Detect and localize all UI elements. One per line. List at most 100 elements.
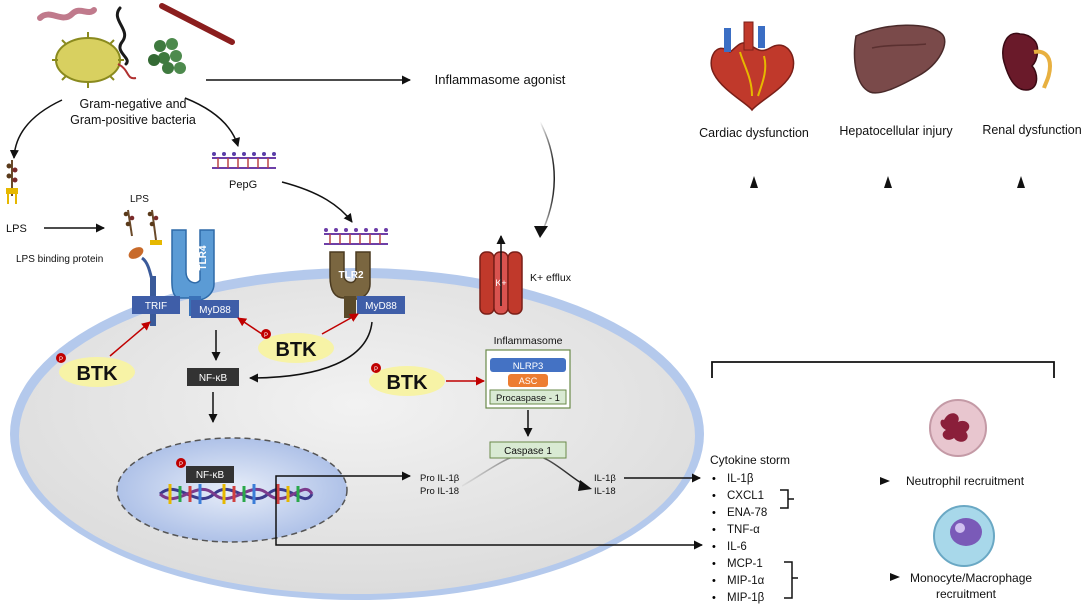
arrow-btk-to-myd88-tlr2	[321, 313, 359, 335]
arrow-cardiac-head	[750, 176, 758, 188]
arrow-renal-head	[1017, 176, 1025, 188]
phospho-label-1: P	[59, 357, 63, 363]
phospho-label-2: P	[264, 333, 268, 339]
btk-node-middle: P	[258, 329, 334, 363]
dna-helix	[159, 484, 314, 504]
potassium-channel-icon	[479, 251, 523, 315]
nfkb-label-cytoplasm: NF-κB	[199, 373, 228, 384]
pro-il18-label: Pro IL-18	[420, 486, 459, 497]
neutrophil-icon	[929, 399, 987, 457]
cytokine-bullet: •	[712, 490, 716, 502]
nfkb-box-nucleus	[186, 466, 234, 483]
phospho-label-3: P	[374, 367, 378, 373]
bracket-cxcl1-ena78	[780, 489, 794, 509]
arrow-btk-to-trif	[109, 321, 151, 357]
cytokine-bullet: •	[712, 473, 716, 485]
lps-bound-molecules-icon	[123, 209, 162, 245]
bracket-mcp-mip	[784, 561, 798, 599]
cytokine-bullet: •	[712, 558, 716, 570]
hepato-label: Hepatocellular injury	[839, 124, 953, 138]
renal-label: Renal dysfunction	[982, 123, 1081, 137]
organ-bracket	[711, 361, 1055, 378]
arrow-btk-to-myd88-tlr4	[237, 317, 263, 335]
cytokine-item: TNF-α	[727, 524, 760, 536]
arrow-neutrophil-head	[880, 477, 890, 485]
trif-box	[132, 296, 180, 314]
arrow-pro-il-arrowhead	[578, 480, 592, 491]
myd88-box-tlr4	[191, 300, 239, 318]
monocyte-label-line1: Monocyte/Macrophage	[910, 571, 1032, 585]
procaspase-label: Procaspase - 1	[496, 393, 560, 404]
cytokine-item: MIP-1β	[727, 592, 765, 604]
inflammasome-label: Inflammasome	[494, 335, 563, 347]
cytokine-bullet: •	[712, 541, 716, 553]
btk-label-left: BTK	[76, 363, 118, 385]
arrow-monocyte-head	[890, 573, 900, 581]
kidney-icon	[1002, 32, 1053, 91]
monocyte-icon	[933, 505, 995, 567]
pepg-molecule-icon	[212, 152, 276, 169]
cytokine-item: ENA-78	[727, 507, 767, 519]
arrow-pepg-to-tlr2	[281, 181, 353, 223]
btk-label-middle: BTK	[275, 339, 317, 361]
cytokine-item: CXCL1	[727, 490, 764, 502]
nfkb-label-nucleus: NF-κB	[196, 470, 225, 481]
cell-membrane	[10, 268, 704, 600]
arrow-nucleus-to-pro-il	[275, 471, 411, 498]
il1b-label: IL-1β	[594, 473, 616, 484]
btk-label-right: BTK	[386, 372, 428, 394]
cytokine-bullet: •	[712, 575, 716, 587]
agonist-to-channel-arrow	[539, 121, 555, 237]
phospho-label-nucleus: P	[179, 462, 183, 468]
tlr2-receptor	[324, 228, 388, 318]
caspase-box	[489, 441, 567, 459]
arrow-myd88-tlr2-to-nfkb	[249, 321, 373, 383]
k-efflux-label: K+ efflux	[530, 272, 572, 284]
phospho-dot-nucleus	[176, 458, 186, 468]
bacteria-label-line1: Gram-negative and	[79, 97, 186, 111]
cytokine-bullet: •	[712, 592, 716, 604]
lps-binding-protein-icon	[128, 247, 154, 281]
nucleus	[116, 437, 348, 543]
pro-il1b-label: Pro IL-1β	[420, 473, 460, 484]
cytokine-storm-title: Cytokine storm	[710, 453, 790, 467]
cytokine-bullet: •	[712, 524, 716, 536]
pepg-label: PepG	[229, 179, 257, 191]
arrow-hepato-head	[884, 176, 892, 188]
cytokine-list: •IL-1β•CXCL1•ENA-78•TNF-α•IL-6•MCP-1•MIP…	[712, 473, 767, 604]
nlrp3-label: NLRP3	[513, 361, 544, 372]
lps-binding-protein-label: LPS binding protein	[16, 254, 103, 265]
il18-label: IL-18	[594, 486, 616, 497]
lps-label: LPS	[6, 223, 27, 235]
bacteria-illustration	[37, 3, 235, 88]
agonist-arrowhead	[534, 226, 548, 238]
nfkb-box-cytoplasm	[187, 368, 239, 386]
lps-molecule-icon	[6, 160, 18, 204]
btk-node-left: P	[56, 353, 135, 387]
asc-label: ASC	[519, 376, 538, 386]
arrow-to-lps	[9, 99, 63, 159]
tlr4-label: TLR4	[198, 245, 209, 270]
bacteria-label-line2: Gram-positive bacteria	[70, 113, 196, 127]
cytokine-item: MCP-1	[727, 558, 763, 570]
arrow-nucleus-to-cytokines	[275, 498, 703, 550]
monocyte-label-line2: recruitment	[936, 587, 997, 601]
tlr2-label: TLR2	[339, 270, 364, 281]
agonist-label: Inflammasome agonist	[435, 72, 566, 87]
neutrophil-label: Neutrophil recruitment	[906, 474, 1025, 488]
cardiac-label: Cardiac dysfunction	[699, 126, 809, 140]
asc-box	[508, 374, 548, 387]
cytokine-item: IL-1β	[727, 473, 754, 485]
procaspase-box	[489, 389, 567, 405]
cytokine-item: MIP-1α	[727, 575, 765, 587]
liver-icon	[853, 24, 946, 94]
nlrp3-box	[490, 358, 566, 372]
myd88-label-tlr4: MyD88	[199, 305, 231, 316]
myd88-box-tlr2	[357, 296, 405, 314]
arrow-to-pepg	[184, 97, 241, 147]
cytokine-bullet: •	[712, 507, 716, 519]
heart-icon	[710, 21, 795, 112]
lps-top-label: LPS	[130, 194, 149, 205]
